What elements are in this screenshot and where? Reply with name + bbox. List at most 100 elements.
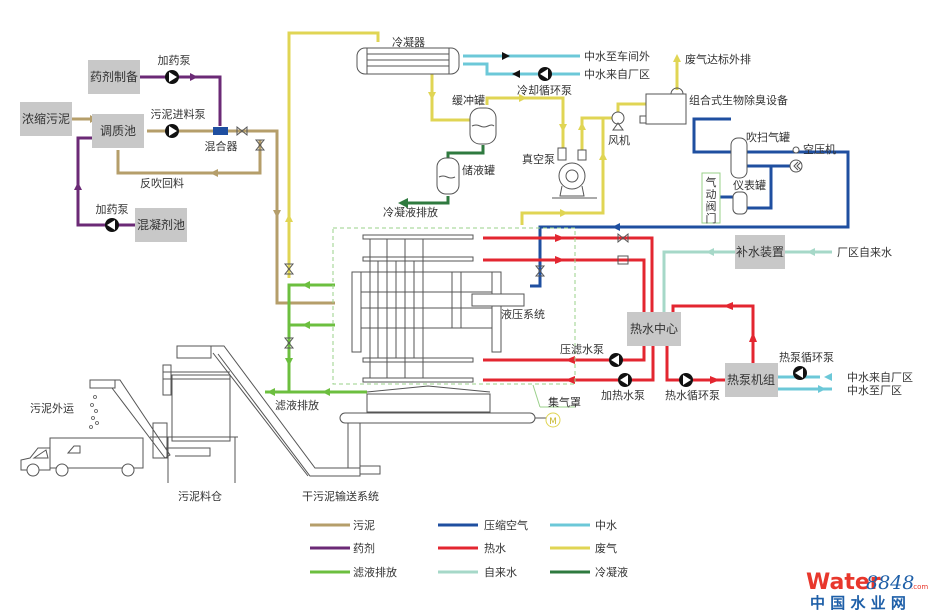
label-hp-reclaimed-out: 中水至厂区 xyxy=(847,384,902,397)
arrow xyxy=(706,248,714,256)
label-filtrate-discharge: 滤液排放 xyxy=(275,398,319,412)
label-air-compressor: 空压机 xyxy=(803,142,836,156)
arrow xyxy=(710,376,720,384)
logo-word: Water xyxy=(806,570,881,595)
label-condensate-discharge: 冷凝液排放 xyxy=(383,205,438,219)
pipe-press-to-condenser xyxy=(287,31,380,278)
arrow xyxy=(555,256,565,264)
label-vacuum-pump: 真空泵 xyxy=(522,152,555,166)
label-mixer: 混合器 xyxy=(205,139,238,153)
legend-item-filtrate: 滤液排放 xyxy=(310,565,397,579)
arrow xyxy=(322,388,330,396)
arrow xyxy=(565,376,575,384)
pipe-filter-press-return xyxy=(483,345,646,362)
arrow xyxy=(560,209,568,217)
label-storage-tank: 储液罐 xyxy=(462,163,495,177)
legend-label: 压缩空气 xyxy=(484,518,528,532)
box-label: 药剂制备 xyxy=(90,69,138,84)
label-hydraulic-system: 液压系统 xyxy=(501,307,545,321)
box-heat-pump-unit: 热泵机组 xyxy=(725,363,778,397)
legend-label: 热水 xyxy=(484,542,506,555)
label-heating-pump: 加热水泵 xyxy=(601,389,645,402)
label-plant-tap-water: 厂区自来水 xyxy=(837,246,892,259)
arrow xyxy=(578,122,586,130)
falling-sludge-icon xyxy=(89,395,99,429)
label-cooling-pump: 冷却循环泵 xyxy=(517,84,572,97)
label-filter-press-pump: 压滤水泵 xyxy=(560,343,604,356)
air-compressor-icon xyxy=(789,146,803,173)
label-backflow: 反吹回料 xyxy=(140,176,184,190)
arrow xyxy=(599,152,607,160)
box-makeup-water: 补水装置 xyxy=(735,235,785,269)
motor-icon: M xyxy=(535,412,561,428)
valve-char: 动 xyxy=(706,188,717,201)
legend-item-sludge: 污泥 xyxy=(310,519,375,532)
sludge-pipes xyxy=(72,115,335,305)
arrow xyxy=(555,234,565,242)
arrow xyxy=(285,358,293,366)
arrow xyxy=(512,70,520,78)
pump-icon xyxy=(105,218,119,232)
arrow xyxy=(285,214,293,222)
label-condenser: 冷凝器 xyxy=(392,35,425,49)
pipe-condenser-to-buffer xyxy=(430,73,470,122)
label-hot-water-circ-pump: 热水循环泵 xyxy=(665,389,720,402)
valve-char: 气 xyxy=(706,175,717,189)
pipe-hot-supply-2 xyxy=(483,258,646,312)
legend-label: 药剂 xyxy=(353,541,375,555)
truck-icon xyxy=(20,437,144,477)
legend-item-compressed-air: 压缩空气 xyxy=(438,518,528,532)
box-label: 调质池 xyxy=(100,124,136,138)
pipe-backflow xyxy=(116,140,262,175)
filter-press-icon xyxy=(332,227,576,385)
condenser-icon xyxy=(356,47,460,75)
deodorization-equipment-icon xyxy=(639,87,687,125)
mixer-icon xyxy=(213,127,228,135)
pipe-heating-return xyxy=(483,345,655,382)
pipe-buffer-to-storage xyxy=(446,145,485,158)
label-instrument-tank: 仪表罐 xyxy=(733,178,766,192)
label-dry-sludge-conveyor: 干污泥输送系统 xyxy=(302,489,379,503)
arrow xyxy=(502,52,510,60)
label-exhaust-out: 废气达标外排 xyxy=(685,52,751,66)
legend-item-condensate: 冷凝液 xyxy=(550,565,628,579)
watermark-logo: Water 8848 .com 中 国 水 业 网 xyxy=(806,570,928,612)
tap-water-pipes xyxy=(662,248,832,312)
arrow xyxy=(565,356,575,364)
arrow xyxy=(190,73,198,81)
label-dosing-pump-top: 加药泵 xyxy=(158,54,191,67)
label-reclaimed-out: 中水至车间外 xyxy=(584,49,650,63)
label-sludge-silo: 污泥料仓 xyxy=(178,489,222,503)
legend-label: 污泥 xyxy=(353,519,375,532)
box-conditioning-tank: 调质池 xyxy=(92,114,144,148)
pipe-hot-supply-1 xyxy=(483,236,654,312)
label-sludge-transport: 污泥外运 xyxy=(30,402,74,415)
pipe-condensate-out xyxy=(405,196,450,205)
arrow xyxy=(302,321,310,329)
arrow xyxy=(428,92,436,100)
arrow xyxy=(673,54,681,62)
box-label: 补水装置 xyxy=(736,245,784,259)
arrow xyxy=(807,248,815,256)
svg-text:M: M xyxy=(549,417,557,427)
box-label: 浓缩污泥 xyxy=(22,111,70,126)
arrow xyxy=(267,388,275,396)
label-reclaimed-in: 中水来自厂区 xyxy=(584,68,650,81)
buffer-tank-icon xyxy=(469,107,497,145)
legend-item-tap-water: 自来水 xyxy=(438,566,517,579)
pump-icon xyxy=(538,67,552,81)
logo-number: 8848 xyxy=(866,572,914,594)
collection-tray-icon xyxy=(339,385,536,469)
purge-tank-icon xyxy=(730,137,748,179)
arrow xyxy=(818,385,826,393)
valve-char: 阀 xyxy=(706,199,717,213)
label-fan: 风机 xyxy=(608,133,630,147)
label-purge-tank: 吹扫气罐 xyxy=(746,130,790,144)
hood-leader xyxy=(532,384,541,408)
arrow xyxy=(519,94,527,102)
pipe-hot-to-heatpump xyxy=(665,345,727,382)
pipe-makeup-to-hot xyxy=(662,250,735,312)
arrow xyxy=(723,302,733,310)
label-deodor: 组合式生物除臭设备 xyxy=(689,93,788,107)
pipe-heatpump-to-hot xyxy=(671,304,755,363)
